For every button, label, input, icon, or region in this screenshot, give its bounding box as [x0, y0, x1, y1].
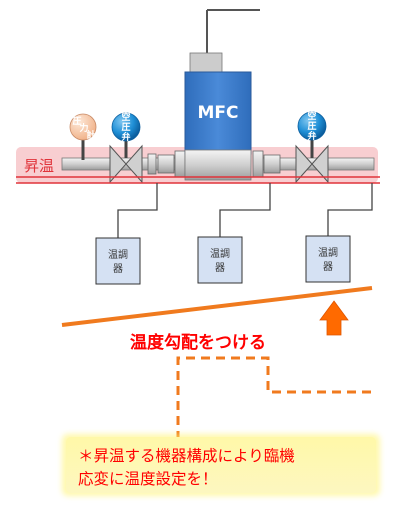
air-valve-icon-left	[111, 112, 141, 142]
temperature-step-profile	[176, 356, 372, 440]
pressure-gauge-char-2: 力	[79, 122, 88, 134]
heating-label: 昇温	[24, 157, 54, 175]
temp-controller-middle-line2: 器	[215, 262, 225, 274]
air-valve-right-char-1: 空	[307, 110, 316, 122]
temperature-slope-line	[61, 286, 373, 327]
wire-controller-middle	[219, 183, 271, 238]
fitting-left-2	[157, 154, 175, 174]
pressure-gauge-icon	[69, 113, 97, 141]
temp-controller-left	[95, 237, 141, 285]
air-valve-left-char-1: 空	[121, 111, 130, 123]
air-valve-left-char-3: 弁	[121, 131, 130, 143]
temp-controller-middle	[197, 236, 243, 284]
temp-controller-middle-line1: 温調	[210, 247, 230, 260]
valve-body-right	[295, 144, 329, 184]
note-line-2: 応変に温度設定を！	[78, 470, 218, 488]
pressure-gauge-char-1: 圧	[72, 116, 81, 127]
temp-controller-right	[305, 235, 351, 283]
mfc-label: MFC	[197, 103, 238, 123]
air-valve-right-char-3: 弁	[307, 130, 316, 142]
up-arrow-icon	[319, 300, 349, 336]
valve-body-left	[109, 144, 143, 184]
note-line-1: ＊昇温する機器構成により臨機	[78, 447, 295, 465]
wire-controller-right	[327, 183, 373, 237]
fitting-right-2	[263, 154, 281, 174]
wire-controller-left	[117, 183, 158, 238]
pressure-gauge-char-3: 計	[86, 129, 95, 141]
mfc-connector	[189, 52, 223, 74]
temp-controller-right-line1: 温調	[318, 246, 338, 259]
temp-controller-right-line2: 器	[323, 261, 333, 273]
mfc-base	[184, 149, 252, 181]
air-valve-icon-right	[297, 111, 327, 141]
fitting-right-1	[252, 150, 264, 178]
temp-controller-left-line2: 器	[113, 263, 123, 275]
gradient-label: 温度勾配をつける	[130, 332, 266, 353]
note-box	[66, 437, 376, 493]
fitting-left-3	[174, 150, 186, 178]
air-valve-right-char-2: 圧	[307, 121, 316, 132]
air-valve-left-char-2: 圧	[121, 122, 130, 133]
temp-controller-left-line1: 温調	[108, 248, 128, 261]
fitting-left-1	[147, 153, 157, 175]
